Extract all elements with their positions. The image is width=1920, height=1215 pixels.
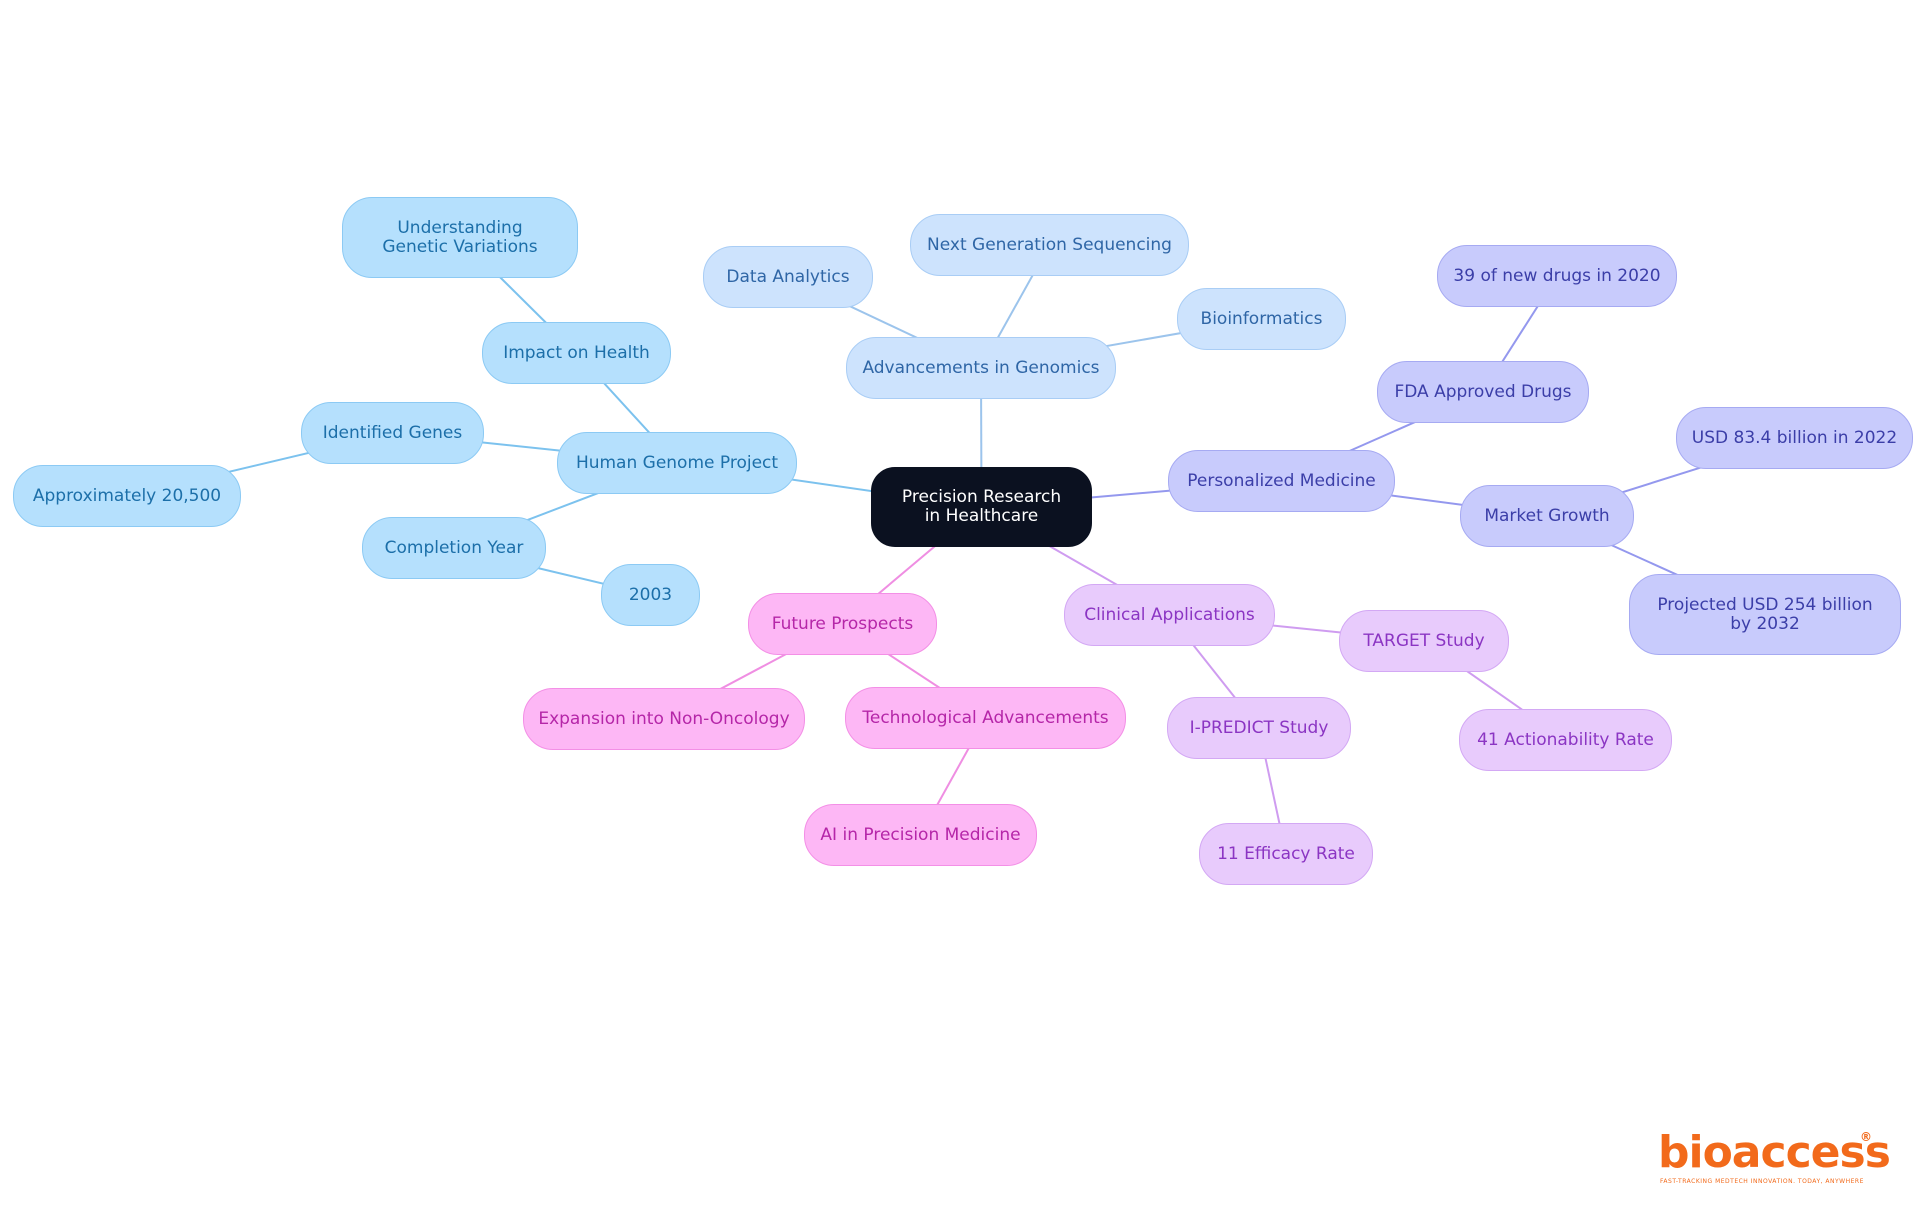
node-fda-approved-drugs: FDA Approved Drugs bbox=[1377, 361, 1589, 423]
node-identified-genes: Identified Genes bbox=[301, 402, 484, 464]
node-future-prospects: Future Prospects bbox=[748, 593, 937, 655]
node-ai-in-precision-medicine: AI in Precision Medicine bbox=[804, 804, 1037, 866]
logo-wordmark: bioaccess bbox=[1658, 1127, 1891, 1178]
node-usd-83-4-billion-2022: USD 83.4 billion in 2022 bbox=[1676, 407, 1913, 469]
node-approximately-20500: Approximately 20,500 bbox=[13, 465, 241, 527]
node-i-predict-study: I-PREDICT Study bbox=[1167, 697, 1351, 759]
node-2003: 2003 bbox=[601, 564, 700, 626]
logo-registered-mark: ® bbox=[1860, 1130, 1872, 1144]
node-understanding-genetic-variations: Understanding Genetic Variations bbox=[342, 197, 578, 278]
node-39-new-drugs-2020: 39 of new drugs in 2020 bbox=[1437, 245, 1677, 307]
node-market-growth: Market Growth bbox=[1460, 485, 1634, 547]
node-human-genome-project: Human Genome Project bbox=[557, 432, 797, 494]
node-advancements-in-genomics: Advancements in Genomics bbox=[846, 337, 1116, 399]
node-personalized-medicine: Personalized Medicine bbox=[1168, 450, 1395, 512]
node-completion-year: Completion Year bbox=[362, 517, 546, 579]
node-expansion-into-non-oncology: Expansion into Non-Oncology bbox=[523, 688, 805, 750]
node-11-efficacy-rate: 11 Efficacy Rate bbox=[1199, 823, 1373, 885]
node-41-actionability-rate: 41 Actionability Rate bbox=[1459, 709, 1672, 771]
node-clinical-applications: Clinical Applications bbox=[1064, 584, 1275, 646]
node-precision-research-in-healthcare: Precision Research in Healthcare bbox=[871, 467, 1092, 547]
node-data-analytics: Data Analytics bbox=[703, 246, 873, 308]
node-impact-on-health: Impact on Health bbox=[482, 322, 671, 384]
node-projected-usd-254-billion-2032: Projected USD 254 billion by 2032 bbox=[1629, 574, 1901, 655]
logo-tagline: FAST-TRACKING MEDTECH INNOVATION. TODAY,… bbox=[1660, 1178, 1864, 1185]
node-next-generation-sequencing: Next Generation Sequencing bbox=[910, 214, 1189, 276]
node-target-study: TARGET Study bbox=[1339, 610, 1509, 672]
bioaccess-logo: bioaccess ® FAST-TRACKING MEDTECH INNOVA… bbox=[1658, 1128, 1891, 1188]
node-bioinformatics: Bioinformatics bbox=[1177, 288, 1346, 350]
node-technological-advancements: Technological Advancements bbox=[845, 687, 1126, 749]
